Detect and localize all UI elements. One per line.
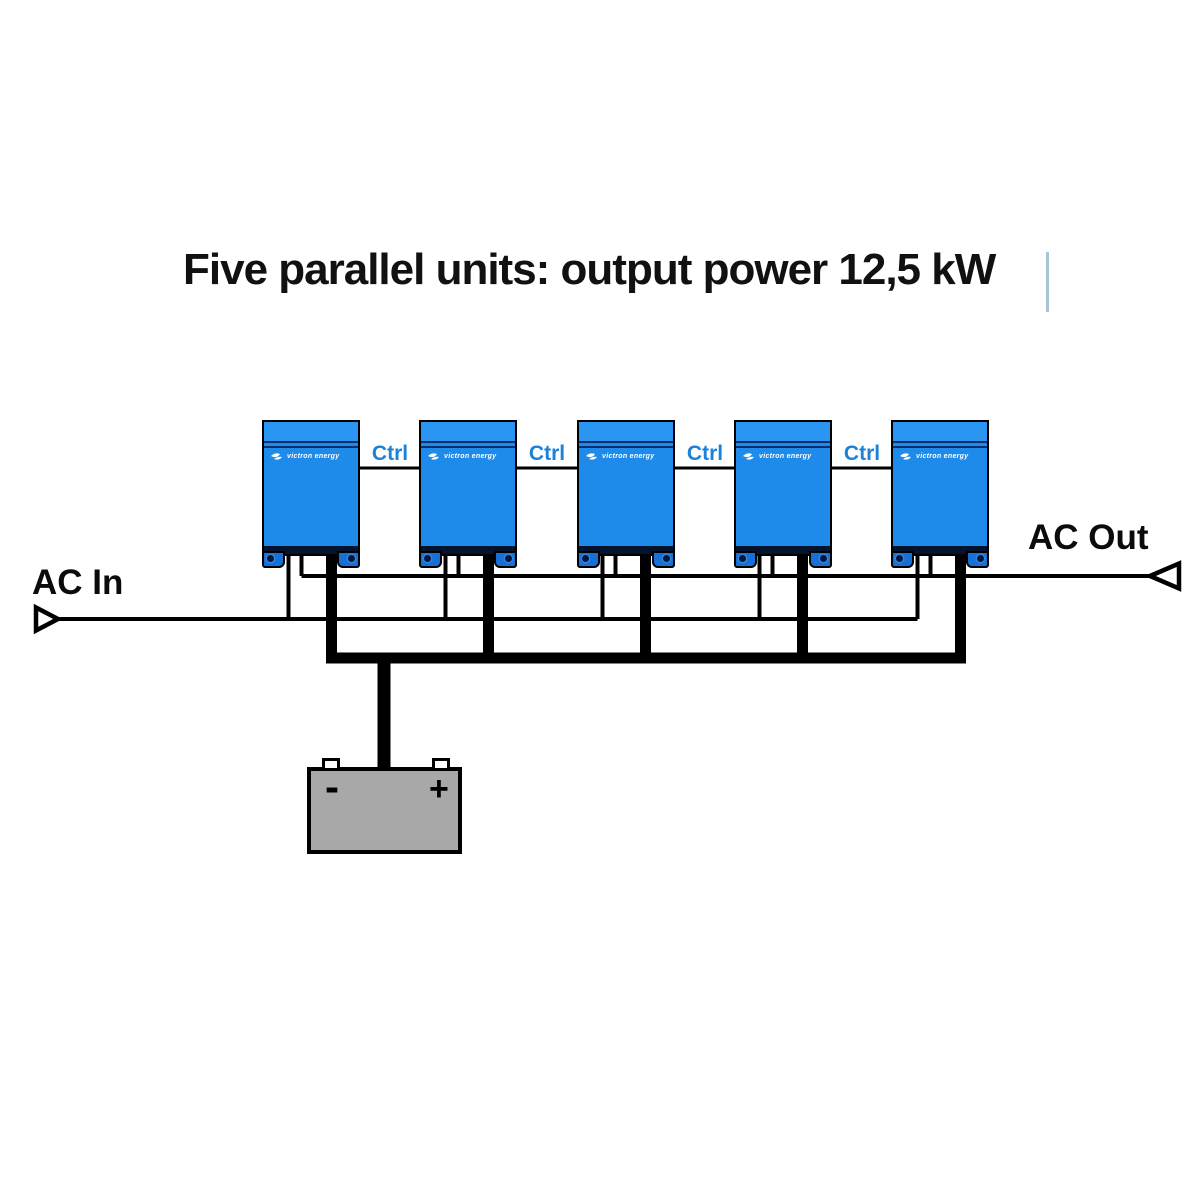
mounting-foot-icon xyxy=(262,551,285,568)
battery-minus-sign: - xyxy=(325,763,339,810)
ctrl-label-3: Ctrl xyxy=(686,442,724,465)
unit-top-panel xyxy=(421,422,515,443)
mounting-foot-icon xyxy=(652,551,675,568)
victron-logo-icon xyxy=(743,453,754,460)
brand-label: victron energy xyxy=(916,453,969,460)
inverter-unit-3: victron energy xyxy=(577,420,675,568)
unit-top-panel xyxy=(893,422,987,443)
brand-label: victron energy xyxy=(287,453,340,460)
unit-vent-groove xyxy=(736,443,830,448)
mounting-foot-icon xyxy=(891,551,914,568)
unit-vent-groove xyxy=(264,443,358,448)
ac-in-label: AC In xyxy=(32,563,124,602)
mounting-foot-icon xyxy=(419,551,442,568)
unit-top-panel xyxy=(264,422,358,443)
victron-logo-icon xyxy=(586,453,597,460)
unit-vent-groove xyxy=(579,443,673,448)
ac-in-connector-icon xyxy=(33,603,63,635)
ac-out-connector-icon xyxy=(1144,560,1182,592)
mounting-foot-icon xyxy=(809,551,832,568)
unit-bottom-strip xyxy=(264,546,358,554)
inverter-unit-4: victron energy xyxy=(734,420,832,568)
battery-negative-terminal-icon xyxy=(322,758,340,771)
battery-positive-terminal-icon xyxy=(432,758,450,771)
unit-bottom-strip xyxy=(579,546,673,554)
mounting-foot-icon xyxy=(734,551,757,568)
unit-bottom-strip xyxy=(893,546,987,554)
unit-bottom-strip xyxy=(421,546,515,554)
unit-top-panel xyxy=(579,422,673,443)
mounting-foot-icon xyxy=(494,551,517,568)
victron-logo-icon xyxy=(271,453,282,460)
victron-logo-icon xyxy=(428,453,439,460)
mounting-foot-icon xyxy=(577,551,600,568)
battery-plus-sign: + xyxy=(429,770,449,808)
diagram-title: Five parallel units: output power 12,5 k… xyxy=(183,245,996,294)
text-cursor xyxy=(1046,252,1049,312)
victron-logo-icon xyxy=(900,453,911,460)
brand-label: victron energy xyxy=(759,453,812,460)
ac-out-label: AC Out xyxy=(1028,518,1149,557)
mounting-foot-icon xyxy=(337,551,360,568)
brand-label: victron energy xyxy=(444,453,497,460)
inverter-unit-5: victron energy xyxy=(891,420,989,568)
unit-vent-groove xyxy=(421,443,515,448)
unit-top-panel xyxy=(736,422,830,443)
unit-bottom-strip xyxy=(736,546,830,554)
ctrl-label-1: Ctrl xyxy=(371,442,409,465)
ctrl-label-2: Ctrl xyxy=(528,442,566,465)
inverter-unit-1: victron energy xyxy=(262,420,360,568)
unit-vent-groove xyxy=(893,443,987,448)
inverter-unit-2: victron energy xyxy=(419,420,517,568)
ctrl-label-4: Ctrl xyxy=(843,442,881,465)
brand-label: victron energy xyxy=(602,453,655,460)
mounting-foot-icon xyxy=(966,551,989,568)
battery: - + xyxy=(307,758,462,854)
